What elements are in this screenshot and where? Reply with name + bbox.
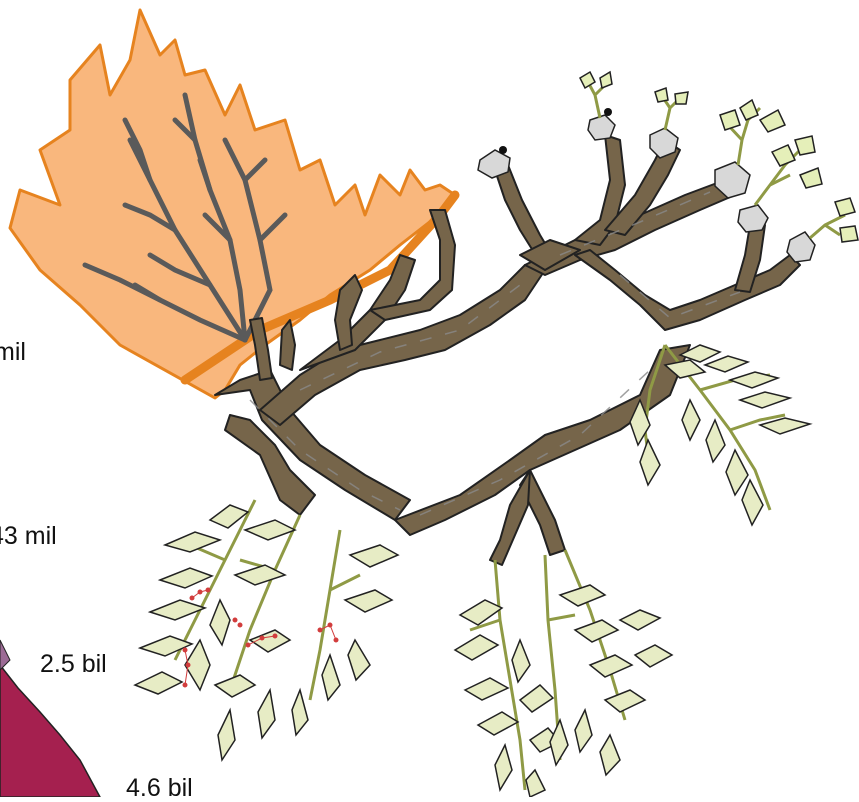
age-label: 4.6 bil — [126, 776, 193, 801]
leaf-cluster-right — [630, 345, 810, 525]
age-label: 2.5 bil — [40, 652, 107, 677]
leaf-cluster-left — [135, 500, 398, 760]
leaf-cluster-bottom — [455, 550, 672, 797]
age-label: mil — [0, 340, 26, 365]
age-label: 43 mil — [0, 524, 57, 549]
